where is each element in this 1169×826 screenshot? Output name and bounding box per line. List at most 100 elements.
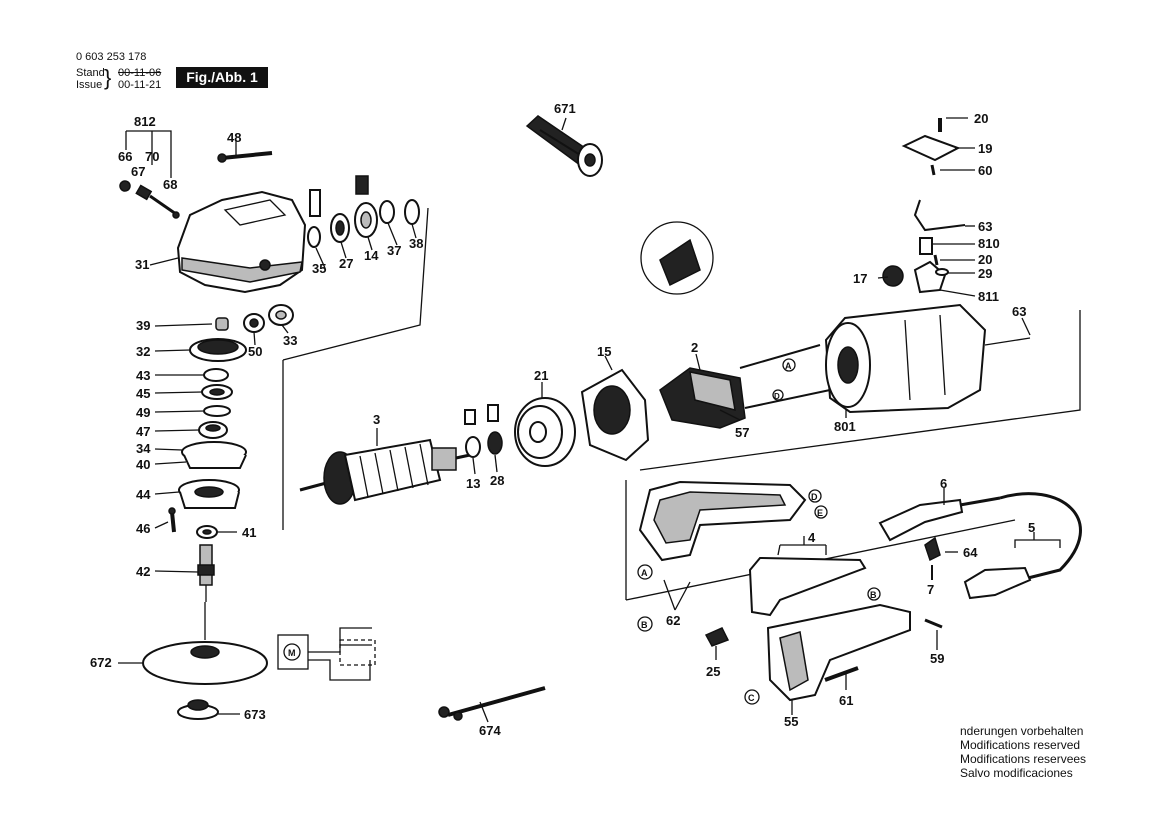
stand-date: 00-11-06 bbox=[118, 67, 162, 79]
clip-64-part bbox=[924, 536, 941, 562]
part-label-43: 43 bbox=[136, 368, 150, 383]
ring-28-part bbox=[487, 404, 503, 455]
washer-29-part bbox=[935, 268, 949, 276]
cable-63-part bbox=[913, 199, 966, 232]
power-cord-5-part bbox=[963, 492, 1082, 600]
part-label-37: 37 bbox=[387, 243, 401, 258]
part-label-47: 47 bbox=[136, 424, 150, 439]
part-label-5: 5 bbox=[1028, 520, 1035, 535]
wiring-schematic: M bbox=[277, 627, 376, 681]
marker-c-handle: C bbox=[744, 689, 760, 705]
screw-59-part bbox=[924, 618, 943, 629]
part-label-55: 55 bbox=[784, 714, 798, 729]
marker-a-motor: A bbox=[782, 358, 796, 372]
svg-text:C: C bbox=[748, 693, 755, 703]
svg-text:A: A bbox=[641, 568, 648, 578]
part-label-20-top: 20 bbox=[974, 111, 988, 126]
armature-3-part bbox=[299, 438, 471, 505]
screw-46-part bbox=[168, 507, 176, 533]
marker-d-handle: D bbox=[808, 489, 822, 503]
part-label-15: 15 bbox=[597, 344, 611, 359]
part-label-32: 32 bbox=[136, 344, 150, 359]
part-label-671: 671 bbox=[554, 101, 576, 116]
part-label-29: 29 bbox=[978, 266, 992, 281]
gear-housing-31-part bbox=[176, 190, 307, 294]
screw-20b-part bbox=[933, 254, 939, 266]
screw-61-part bbox=[824, 666, 859, 682]
stand-label: Stand bbox=[76, 67, 105, 79]
bearing-27-part bbox=[330, 213, 350, 243]
gear-32-part bbox=[189, 338, 247, 362]
part-label-673: 673 bbox=[244, 707, 266, 722]
washer-41-part bbox=[196, 525, 218, 539]
part-label-49: 49 bbox=[136, 405, 150, 420]
screw-48-part bbox=[217, 151, 273, 163]
svg-text:A: A bbox=[785, 361, 792, 371]
group-frame-line bbox=[282, 207, 429, 530]
ring-37-part bbox=[379, 200, 395, 224]
part-label-59: 59 bbox=[930, 651, 944, 666]
bearing-13-part bbox=[464, 409, 481, 458]
part-label-3: 3 bbox=[373, 412, 380, 427]
part-label-19: 19 bbox=[978, 141, 992, 156]
detail-circle bbox=[640, 221, 714, 295]
part-label-33: 33 bbox=[283, 333, 297, 348]
part-label-63-motor: 63 bbox=[1012, 304, 1026, 319]
issue-date: 00-11-21 bbox=[118, 79, 162, 91]
screw-66-67-68-part bbox=[119, 180, 180, 219]
svg-text:B: B bbox=[641, 620, 648, 630]
ring-43-part bbox=[203, 368, 229, 382]
svg-text:D: D bbox=[774, 392, 780, 401]
flange-34-40-part bbox=[181, 441, 247, 469]
part-label-801: 801 bbox=[834, 419, 856, 434]
part-label-61: 61 bbox=[839, 693, 853, 708]
part-label-672: 672 bbox=[90, 655, 112, 670]
part-label-25: 25 bbox=[706, 664, 720, 679]
brace-glyph: } bbox=[104, 65, 112, 90]
part-label-46: 46 bbox=[136, 521, 150, 536]
nut-39-part bbox=[215, 317, 229, 331]
group-frame-right bbox=[639, 310, 1081, 471]
part-label-45: 45 bbox=[136, 386, 150, 401]
part-label-810: 810 bbox=[978, 236, 1000, 251]
handle-half-lower-part bbox=[748, 556, 867, 617]
bearing-47-part bbox=[198, 421, 228, 439]
air-guide-15-part bbox=[580, 368, 650, 462]
clip-25-part bbox=[704, 627, 730, 647]
part-label-70: 70 bbox=[145, 149, 159, 164]
note-line-fr: Modifications reservees bbox=[960, 752, 1087, 766]
part-label-2: 2 bbox=[691, 340, 698, 355]
part-label-64: 64 bbox=[963, 545, 978, 560]
part-label-39: 39 bbox=[136, 318, 150, 333]
bearing-flange-44-part bbox=[178, 479, 240, 509]
part-label-50: 50 bbox=[248, 344, 262, 359]
nut-673-part bbox=[177, 699, 219, 720]
ring-49-part bbox=[203, 405, 231, 417]
part-label-68: 68 bbox=[163, 177, 177, 192]
bearing-35-part bbox=[307, 189, 321, 248]
field-coil-2-part bbox=[659, 367, 746, 429]
cable-63-line bbox=[984, 337, 1031, 346]
marker-b-handle: B bbox=[867, 587, 881, 601]
marker-b-left: B bbox=[637, 616, 653, 632]
part-label-674: 674 bbox=[479, 723, 501, 738]
backing-pad-672-part bbox=[142, 641, 268, 685]
part-label-811: 811 bbox=[978, 289, 999, 304]
bearing-14-part bbox=[354, 175, 378, 238]
bracket-812 bbox=[125, 130, 172, 178]
svg-text:B: B bbox=[870, 590, 877, 600]
marker-a-left: A bbox=[637, 564, 653, 580]
motor-housing-801-part bbox=[824, 303, 987, 414]
bearing-33-part bbox=[268, 304, 294, 326]
part-label-40: 40 bbox=[136, 457, 150, 472]
document-number: 0 603 253 178 bbox=[76, 51, 147, 63]
screw-57-part bbox=[739, 344, 831, 409]
note-line-de: nderungen vorbehalten bbox=[960, 724, 1084, 738]
part-label-57: 57 bbox=[735, 425, 749, 440]
part-label-21: 21 bbox=[534, 368, 548, 383]
part-label-38: 38 bbox=[409, 236, 423, 251]
ring-38-part bbox=[404, 199, 420, 225]
part-label-14: 14 bbox=[364, 248, 379, 263]
leader-lines bbox=[118, 117, 1035, 723]
